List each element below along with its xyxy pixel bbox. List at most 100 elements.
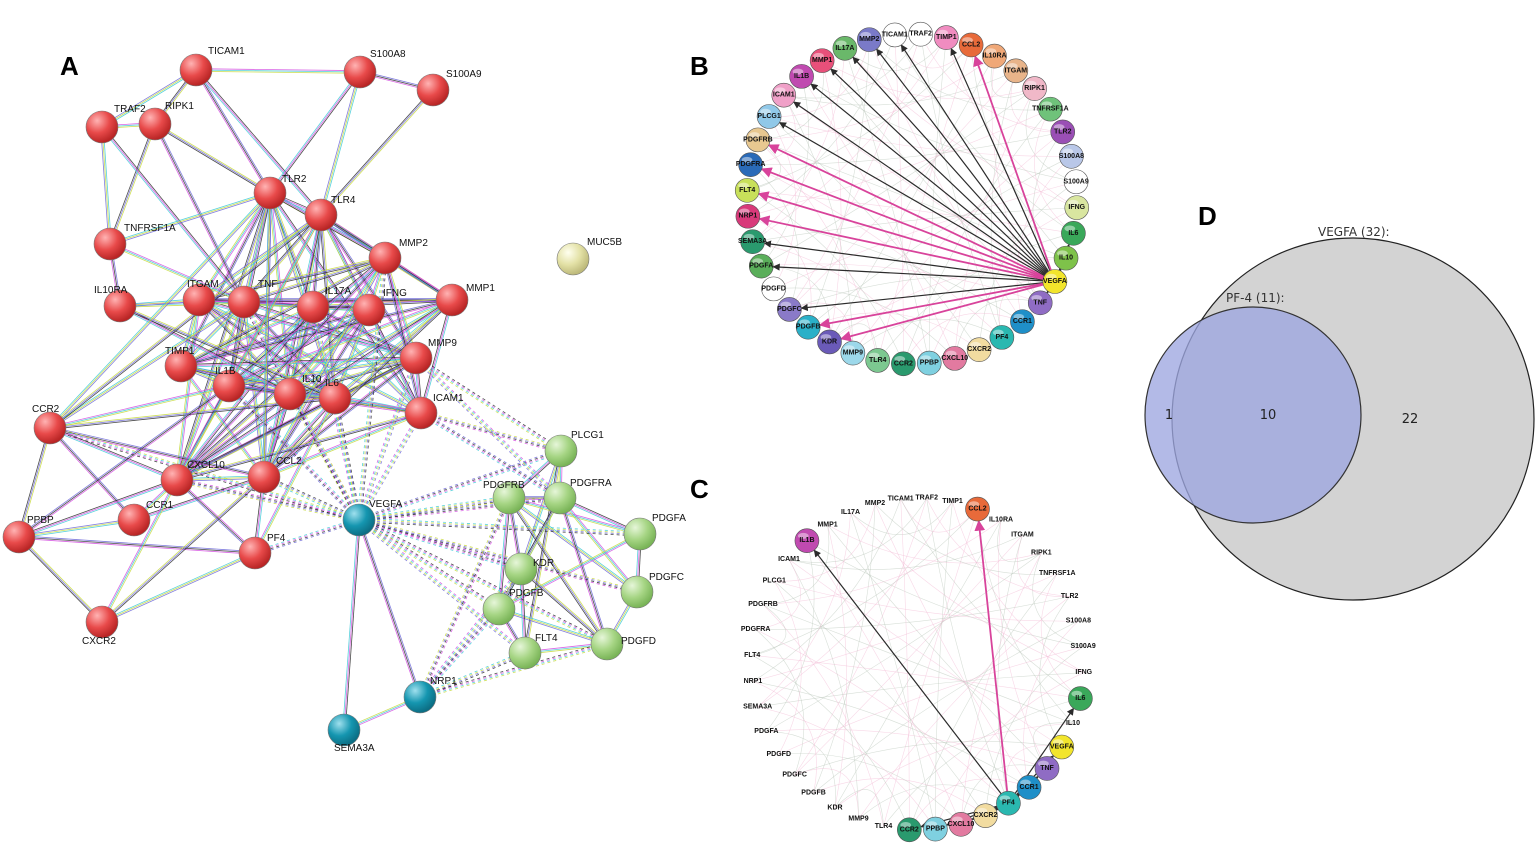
- circle-node-il1b[interactable]: IL1B: [794, 528, 820, 553]
- circle-node-ccr1[interactable]: CCR1: [1016, 775, 1042, 800]
- circle-node-tnf[interactable]: TNF: [1034, 756, 1060, 781]
- node-il10ra[interactable]: IL10RA: [94, 285, 137, 323]
- circle-node-il6[interactable]: IL6: [1068, 686, 1093, 711]
- circle-node-vegfa[interactable]: VEGFA: [1049, 734, 1075, 760]
- circle-node-tlr2[interactable]: TLR2: [1050, 119, 1076, 145]
- circle-node-ripk1[interactable]: RIPK1: [1031, 549, 1052, 556]
- circle-node-plcg1[interactable]: PLCG1: [763, 578, 786, 585]
- circle-node-ccr1[interactable]: CCR1: [1010, 309, 1035, 334]
- node-kdr[interactable]: KDR: [504, 552, 554, 586]
- node-pf4[interactable]: PF4: [238, 533, 286, 570]
- node-tnf[interactable]: TNF: [227, 279, 277, 319]
- circle-node-tlr4[interactable]: TLR4: [865, 348, 890, 373]
- node-pdgfra[interactable]: PDGFRA: [543, 478, 612, 515]
- node-flt4[interactable]: FLT4: [508, 633, 558, 670]
- circle-node-flt4[interactable]: FLT4: [744, 652, 760, 659]
- circle-node-ppbp[interactable]: PPBP: [923, 816, 948, 842]
- circle-node-pdgfrb[interactable]: PDGFRB: [748, 601, 778, 608]
- circle-node-pdgfa[interactable]: PDGFA: [754, 728, 778, 735]
- circle-node-pdgfa[interactable]: PDGFA: [748, 253, 774, 279]
- circle-node-pdgfb[interactable]: PDGFB: [801, 790, 826, 797]
- node-mmp9[interactable]: MMP9: [399, 338, 457, 375]
- node-s100a8[interactable]: S100A8: [343, 49, 406, 89]
- node-vegfa[interactable]: VEGFA: [342, 499, 403, 537]
- node-plcg1[interactable]: PLCG1: [544, 430, 604, 468]
- node-tlr4[interactable]: TLR4: [304, 195, 356, 232]
- node-cxcr2[interactable]: CXCR2: [82, 605, 119, 647]
- node-ccl2[interactable]: CCL2: [247, 456, 302, 494]
- circle-node-pdgfc[interactable]: PDGFC: [777, 297, 802, 322]
- node-il6[interactable]: IL6: [318, 378, 352, 415]
- node-sema3a[interactable]: SEMA3A: [327, 713, 375, 754]
- circle-node-ccr2[interactable]: CCR2: [891, 351, 916, 377]
- circle-node-itgam[interactable]: ITGAM: [1003, 58, 1029, 84]
- node-ticam1[interactable]: TICAM1: [179, 46, 245, 87]
- node-pdgfd[interactable]: PDGFD: [590, 627, 656, 661]
- circle-node-itgam[interactable]: ITGAM: [1011, 531, 1034, 538]
- circle-node-traf2[interactable]: TRAF2: [915, 495, 938, 502]
- node-tnfrsf1a[interactable]: TNFRSF1A: [93, 223, 176, 261]
- circle-node-ccr2[interactable]: CCR2: [897, 817, 922, 843]
- circle-node-il1b[interactable]: IL1B: [789, 64, 814, 89]
- circle-node-sema3a[interactable]: SEMA3A: [743, 703, 772, 710]
- node-nrp1[interactable]: NRP1: [403, 676, 457, 714]
- circle-node-pdgfra[interactable]: PDGFRA: [736, 152, 766, 177]
- node-ppbp[interactable]: PPBP: [2, 515, 54, 554]
- circle-node-plcg1[interactable]: PLCG1: [756, 104, 782, 129]
- circle-node-ifng[interactable]: IFNG: [1075, 669, 1092, 676]
- node-ccr1[interactable]: CCR1: [117, 500, 174, 537]
- circle-node-ccl2[interactable]: CCL2: [958, 32, 984, 58]
- circle-node-flt4[interactable]: FLT4: [734, 178, 760, 203]
- circle-node-s100a8[interactable]: S100A8: [1059, 143, 1084, 169]
- node-s100a9[interactable]: S100A9: [416, 69, 482, 107]
- circle-node-il10[interactable]: IL10: [1053, 245, 1079, 271]
- circle-node-s100a9[interactable]: S100A9: [1070, 643, 1095, 650]
- node-timp1[interactable]: TIMP1: [164, 346, 198, 383]
- circle-node-ifng[interactable]: IFNG: [1064, 195, 1090, 220]
- circle-node-pf4[interactable]: PF4: [989, 325, 1015, 350]
- circle-node-ccl2[interactable]: CCL2: [965, 496, 990, 522]
- circle-node-vegfa[interactable]: VEGFA: [1042, 269, 1068, 294]
- circle-node-pdgfrb[interactable]: PDGFRB: [743, 127, 773, 153]
- circle-node-mmp9[interactable]: MMP9: [848, 815, 868, 822]
- circle-node-mmp1[interactable]: MMP1: [817, 521, 837, 528]
- circle-node-pdgfb[interactable]: PDGFB: [795, 314, 821, 340]
- circle-node-kdr[interactable]: KDR: [827, 804, 842, 811]
- circle-node-tnfrsf1a[interactable]: TNFRSF1A: [1032, 96, 1069, 122]
- circle-node-cxcl10[interactable]: CXCL10: [948, 812, 975, 837]
- node-pdgfrb[interactable]: PDGFRB: [483, 480, 526, 515]
- circle-node-icam1[interactable]: ICAM1: [771, 82, 797, 108]
- circle-node-tlr4[interactable]: TLR4: [875, 823, 893, 830]
- circle-node-ppbp[interactable]: PPBP: [916, 350, 942, 376]
- node-itgam[interactable]: ITGAM: [182, 279, 219, 317]
- circle-node-cxcr2[interactable]: CXCR2: [973, 803, 998, 828]
- circle-node-ticam1[interactable]: TICAM1: [888, 495, 914, 502]
- circle-node-il6[interactable]: IL6: [1061, 221, 1086, 246]
- node-pdgfc[interactable]: PDGFC: [620, 572, 684, 609]
- circle-node-kdr[interactable]: KDR: [817, 329, 842, 355]
- node-pdgfb[interactable]: PDGFB: [482, 588, 544, 626]
- circle-node-ticam1[interactable]: TICAM1: [882, 22, 908, 48]
- circle-node-mmp9[interactable]: MMP9: [840, 340, 866, 366]
- circle-node-il10ra[interactable]: IL10RA: [982, 43, 1007, 69]
- circle-node-pdgfd[interactable]: PDGFD: [767, 751, 792, 758]
- circle-node-cxcr2[interactable]: CXCR2: [966, 337, 992, 363]
- node-traf2[interactable]: TRAF2: [85, 104, 146, 144]
- circle-node-tlr2[interactable]: TLR2: [1061, 593, 1079, 600]
- circle-node-tnf[interactable]: TNF: [1027, 290, 1053, 316]
- node-mmp2[interactable]: MMP2: [368, 238, 428, 275]
- circle-node-il17a[interactable]: IL17A: [832, 35, 858, 61]
- circle-node-nrp1[interactable]: NRP1: [735, 203, 761, 229]
- circle-node-mmp2[interactable]: MMP2: [865, 500, 885, 507]
- circle-node-pdgfd[interactable]: PDGFD: [761, 276, 786, 302]
- node-pdgfa[interactable]: PDGFA: [623, 513, 686, 551]
- circle-node-timp1[interactable]: TIMP1: [934, 25, 959, 50]
- circle-node-s100a8[interactable]: S100A8: [1066, 618, 1091, 625]
- node-icam1[interactable]: ICAM1: [404, 393, 464, 430]
- node-ripk1[interactable]: RIPK1: [138, 101, 194, 141]
- circle-node-pdgfc[interactable]: PDGFC: [782, 772, 807, 779]
- circle-node-sema3a[interactable]: SEMA3A: [738, 229, 767, 255]
- node-mmp1[interactable]: MMP1: [435, 283, 495, 317]
- circle-node-pdgfra[interactable]: PDGFRA: [741, 626, 771, 633]
- circle-node-ripk1[interactable]: RIPK1: [1022, 76, 1047, 101]
